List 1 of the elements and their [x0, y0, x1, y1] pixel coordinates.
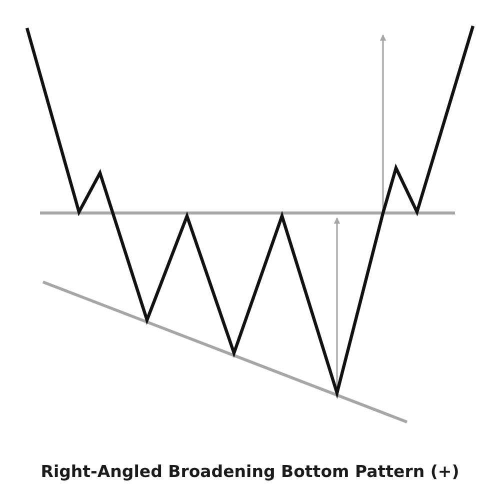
- chart-title: Right-Angled Broadening Bottom Pattern (+): [40, 462, 460, 481]
